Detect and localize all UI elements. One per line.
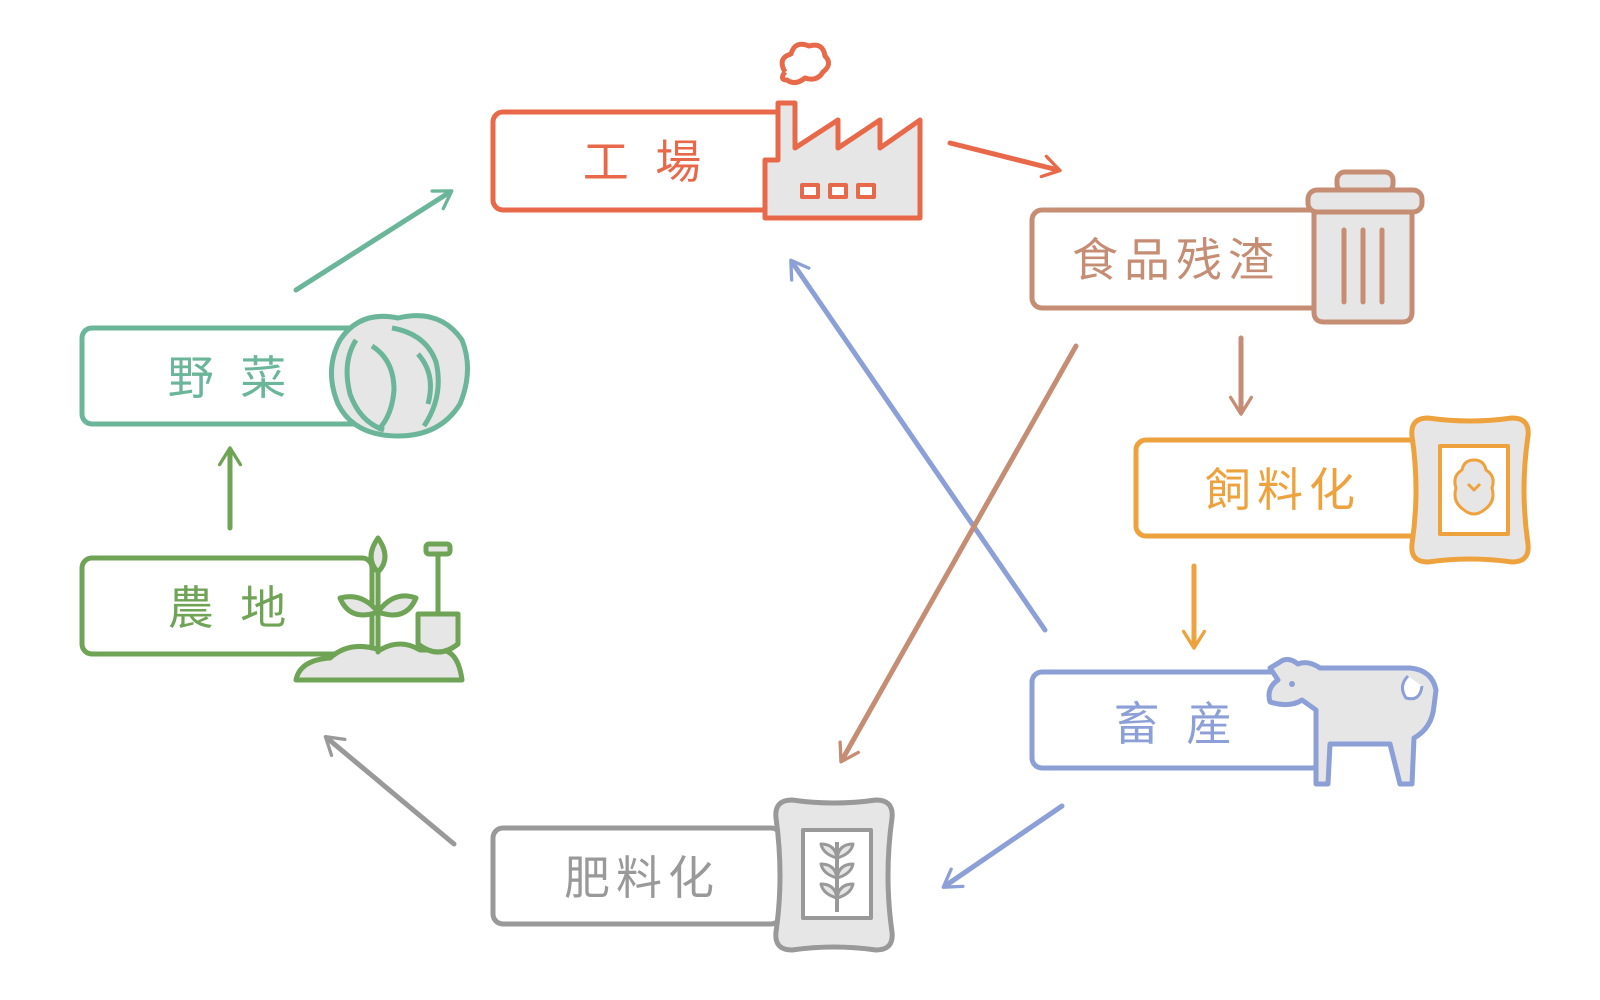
arrow-fertilizer-to-farmland xyxy=(323,734,457,847)
factory-icon xyxy=(762,41,923,221)
arrows xyxy=(217,140,1254,889)
node-factory: 工 場 xyxy=(490,41,923,221)
sprout-shovel-icon xyxy=(293,535,465,683)
fertilizer-label: 肥料化 xyxy=(564,851,720,905)
node-livestock: 畜 産 xyxy=(1029,656,1439,787)
residue-label: 食品残渣 xyxy=(1072,233,1280,287)
livestock-label: 畜 産 xyxy=(1114,697,1239,751)
feed-bag-icon xyxy=(1409,415,1531,565)
node-feed: 飼料化 xyxy=(1133,415,1531,565)
node-farmland: 農 地 xyxy=(79,535,465,683)
fertilizer-bag-icon xyxy=(773,797,895,953)
arrow-vegetables-to-factory xyxy=(293,189,454,293)
arrow-livestock-to-fertilizer xyxy=(941,803,1065,889)
farmland-label: 農 地 xyxy=(168,581,293,635)
arrow-residue-to-fertilizer xyxy=(838,343,1079,764)
factory-label: 工 場 xyxy=(583,135,708,189)
trash-can-icon xyxy=(1305,169,1425,325)
node-fertilizer: 肥料化 xyxy=(490,797,895,953)
arrow-livestock-to-factory xyxy=(789,258,1048,633)
cabbage-icon xyxy=(328,313,471,439)
vegetables-label: 野 菜 xyxy=(168,351,293,405)
arrow-factory-to-residue xyxy=(947,140,1062,179)
node-vegetables: 野 菜 xyxy=(79,313,471,439)
node-residue: 食品残渣 xyxy=(1029,169,1425,325)
feed-label: 飼料化 xyxy=(1205,463,1361,517)
cow-icon xyxy=(1266,656,1439,787)
